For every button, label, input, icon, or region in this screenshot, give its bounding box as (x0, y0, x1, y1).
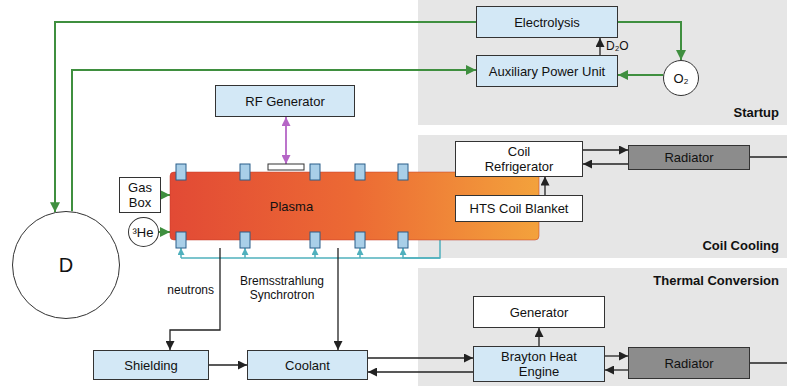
node-label: Generator (510, 305, 569, 320)
process-box: Brayton Heat Engine (473, 346, 605, 382)
process-box: Radiator (628, 145, 750, 170)
magnet-coil (310, 164, 320, 180)
rf-antenna (268, 164, 304, 170)
coil-feed (314, 248, 316, 258)
tank-circle: ³He (128, 217, 159, 247)
coil-feed (244, 248, 246, 258)
plasma-chamber: Plasma (170, 164, 413, 248)
node-label: Plasma (270, 199, 313, 214)
node-label: Coil Refrigerator (479, 144, 559, 174)
tank-circle: O₂ (663, 60, 699, 96)
flow-connector (403, 208, 455, 258)
node-label: D (59, 258, 73, 273)
flow-connector (72, 70, 476, 211)
magnet-coil (176, 232, 186, 248)
flow-connector (368, 357, 473, 358)
radiator-lead (750, 156, 787, 158)
magnet-coil (176, 164, 186, 180)
process-box: Radiator (628, 347, 750, 379)
flow-connector (170, 248, 220, 350)
node-label: Coolant (285, 358, 330, 373)
edge-label: neutrons (167, 283, 214, 297)
coil-feed (359, 248, 361, 258)
flow-connector (285, 117, 287, 164)
flow-connector (368, 371, 473, 372)
process-box: Electrolysis (476, 6, 618, 38)
flow-connector (618, 74, 663, 76)
flow-connector (55, 22, 476, 212)
node-label: Radiator (664, 150, 713, 165)
process-box: Auxiliary Power Unit (476, 55, 618, 87)
node-label: O₂ (673, 71, 688, 86)
process-box: Generator (473, 296, 605, 328)
flow-connector (209, 364, 247, 365)
panel-heading: Thermal Conversion (653, 273, 779, 288)
flow-connector (605, 369, 628, 370)
panel-heading: Startup (734, 105, 780, 120)
coil-feed (180, 248, 182, 258)
magnet-coil (398, 232, 408, 248)
flow-connector (159, 231, 171, 233)
flow-connector (544, 177, 545, 196)
flow-connector (605, 355, 628, 356)
node-label: HTS Coil Blanket (470, 201, 569, 216)
flow-connector (161, 194, 170, 196)
process-box: RF Generator (215, 85, 355, 117)
edge-label: Bremsstrahlung Synchrotron (232, 274, 332, 302)
plasma-illustration (170, 164, 539, 289)
node-label: Radiator (664, 356, 713, 371)
flow-connector (337, 248, 338, 350)
node-label: Gas Box (121, 180, 159, 210)
node-label: Brayton Heat Engine (493, 349, 585, 379)
edge-label: D₂O (606, 39, 629, 53)
flow-connector (489, 177, 490, 196)
node-label: Electrolysis (514, 15, 580, 30)
panel-heading: Coil Cooling (702, 238, 779, 253)
tank-circle: D (12, 211, 120, 319)
node-label: RF Generator (245, 94, 324, 109)
node-label: Auxiliary Power Unit (489, 64, 605, 79)
node-label: Shielding (124, 358, 178, 373)
group-panel: ElectrolysisAuxiliary Power Unit O₂ Startu… (418, 0, 787, 125)
magnet-coil (355, 232, 365, 248)
group-panel: GeneratorBrayton Heat Engine Radiator Ther… (418, 268, 787, 386)
process-box: Coil Refrigerator (455, 141, 583, 177)
radiator-lead (750, 362, 787, 364)
flow-connector (583, 149, 628, 150)
magnet-coil (240, 164, 250, 180)
process-box: Shielding (93, 350, 209, 380)
magnet-coil (310, 232, 320, 248)
node-label: ³He (133, 225, 154, 240)
process-box: HTS Coil Blanket (455, 195, 583, 222)
magnet-coil (240, 232, 250, 248)
magnet-coil (398, 164, 408, 180)
magnet-coil (355, 164, 365, 180)
flow-connector (599, 38, 600, 55)
flow-connector (538, 328, 539, 346)
process-box: Gas Box (119, 177, 161, 213)
process-box: Coolant (247, 350, 368, 380)
flow-connector (583, 163, 628, 164)
